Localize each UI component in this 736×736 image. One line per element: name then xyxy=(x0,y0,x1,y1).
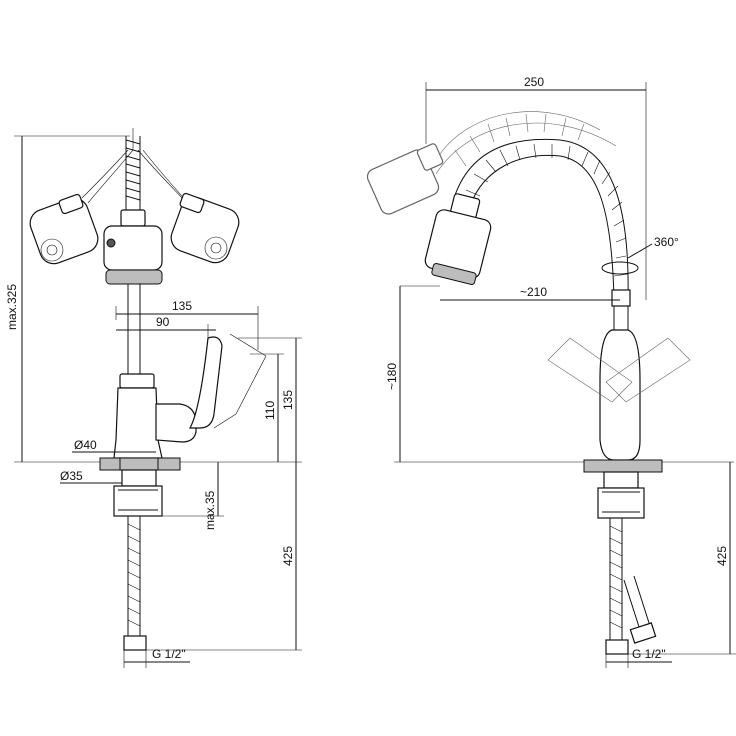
front-hose-length-dim: 425 xyxy=(146,462,302,651)
front-lower-pipe xyxy=(127,296,141,374)
front-diameter-dims: Ø40 Ø35 xyxy=(60,438,156,484)
front-reach-90-label: 90 xyxy=(156,315,170,329)
side-height-label: ~180 xyxy=(385,363,399,390)
front-view: max.325 xyxy=(5,128,302,668)
side-width-dim: 250 xyxy=(425,75,647,300)
side-connection-label: G 1/2" xyxy=(632,647,666,661)
front-body xyxy=(113,333,267,459)
side-connection-dim: G 1/2" xyxy=(605,647,672,668)
front-handle-height-label: 110 xyxy=(263,401,277,420)
side-reach-label: ~210 xyxy=(520,285,547,299)
front-connection-dim: G 1/2" xyxy=(123,647,190,668)
front-mount-depth-dim: max.35 xyxy=(158,462,224,530)
front-body-diameter-label: Ø40 xyxy=(74,438,97,452)
side-ghost-spout xyxy=(366,111,617,215)
side-gooseneck xyxy=(424,138,629,301)
side-hose-length-dim: 425 xyxy=(628,462,736,655)
front-reach-135-label: 135 xyxy=(172,299,192,313)
spray-head-right xyxy=(137,149,240,264)
front-spout-pipe xyxy=(125,128,141,212)
side-view: 250 360° xyxy=(366,75,736,668)
front-spray-head xyxy=(103,209,163,296)
front-body-height-label: 135 xyxy=(281,390,295,410)
front-mount-depth-label: max.35 xyxy=(203,490,217,530)
front-total-height-label: max.325 xyxy=(5,284,19,330)
side-hoses xyxy=(605,518,657,655)
front-hose xyxy=(123,516,147,651)
side-hose-length-label: 425 xyxy=(715,546,729,566)
side-base xyxy=(583,459,734,519)
front-base xyxy=(99,457,181,471)
side-width-label: 250 xyxy=(524,75,544,89)
side-rotation-label: 360° xyxy=(654,235,679,249)
front-total-height-dim: max.325 xyxy=(5,135,130,463)
front-thread-diameter-label: Ø35 xyxy=(60,469,83,483)
front-reach-dims: 135 90 xyxy=(115,299,259,350)
side-rotation-mark: 360° xyxy=(601,235,679,275)
side-reach-dim: ~210 ~180 xyxy=(385,285,620,463)
front-mount-nut xyxy=(113,469,163,517)
front-connection-label: G 1/2" xyxy=(152,647,186,661)
front-height-dims: 135 110 xyxy=(180,337,302,463)
side-body xyxy=(547,289,691,461)
spray-head-left xyxy=(29,149,134,265)
front-hose-length-label: 425 xyxy=(281,546,295,566)
